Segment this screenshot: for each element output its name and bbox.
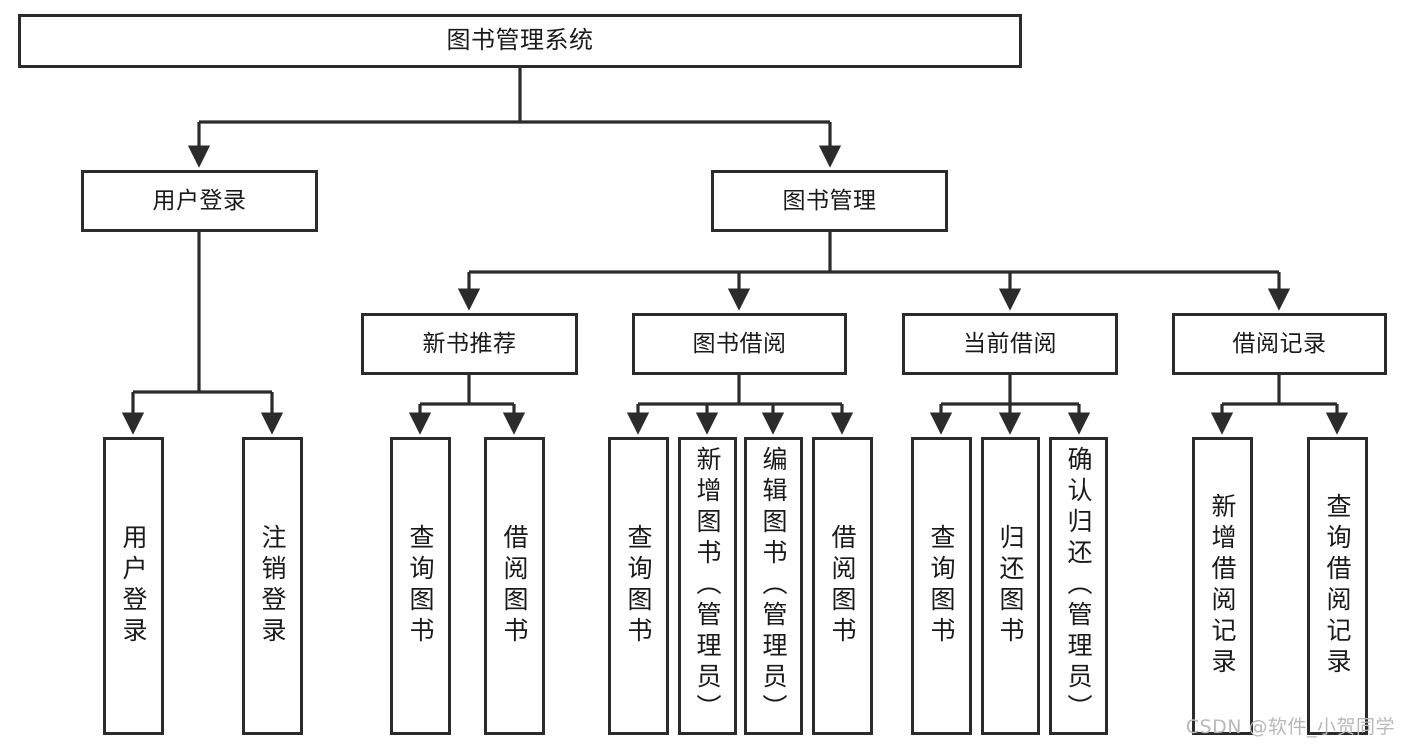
leaf-user-login[interactable]: 用户登录 [103,437,164,735]
leaf-borrow-book[interactable]: 借阅图书 [812,437,873,735]
node-label: 用户登录 [119,524,148,648]
csdn-watermark: CSDN @软件_小贺同学 [1185,716,1395,738]
node-current-borrow[interactable]: 当前借阅 [902,313,1118,375]
leaf-query-book-borrow[interactable]: 查询图书 [608,437,669,735]
node-label: 图书借阅 [692,330,787,357]
node-label: 查询图书 [406,524,435,648]
leaf-query-book-recommend[interactable]: 查询图书 [390,437,451,735]
leaf-query-borrow-record[interactable]: 查询借阅记录 [1307,437,1368,735]
node-book-borrow[interactable]: 图书借阅 [632,313,847,375]
node-root-system[interactable]: 图书管理系统 [18,14,1022,68]
node-label: 新增借阅记录 [1208,493,1237,679]
node-label: 查询图书 [624,524,653,648]
node-label: 用户登录 [152,187,247,214]
node-label: 查询借阅记录 [1323,493,1352,679]
node-label: 注销登录 [258,524,287,648]
node-label: 图书管理系统 [446,26,594,55]
node-label: 借阅记录 [1232,330,1327,357]
leaf-return-book[interactable]: 归还图书 [981,437,1040,735]
leaf-add-book-admin[interactable]: 新增图书（管理员） [678,437,737,735]
node-label: 图书管理 [782,187,877,214]
node-label: 查询图书 [927,524,956,648]
leaf-add-borrow-record[interactable]: 新增借阅记录 [1192,437,1253,735]
leaf-logout[interactable]: 注销登录 [242,437,303,735]
node-label: 归还图书 [996,524,1025,648]
node-label: 新增图书（管理员） [693,446,722,725]
leaf-confirm-return-admin[interactable]: 确认归还（管理员） [1049,437,1108,735]
node-label: 编辑图书（管理员） [759,446,788,725]
node-user-login[interactable]: 用户登录 [81,170,318,232]
node-label: 借阅图书 [828,524,857,648]
node-label: 确认归还（管理员） [1064,446,1093,725]
node-new-book-recommend[interactable]: 新书推荐 [361,313,578,375]
node-label: 新书推荐 [422,330,517,357]
leaf-edit-book-admin[interactable]: 编辑图书（管理员） [744,437,803,735]
node-borrow-record[interactable]: 借阅记录 [1172,313,1387,375]
node-label: 借阅图书 [500,524,529,648]
node-label: 当前借阅 [963,330,1057,357]
leaf-borrow-book-recommend[interactable]: 借阅图书 [484,437,545,735]
node-book-management[interactable]: 图书管理 [711,170,948,232]
leaf-query-book-current[interactable]: 查询图书 [911,437,972,735]
